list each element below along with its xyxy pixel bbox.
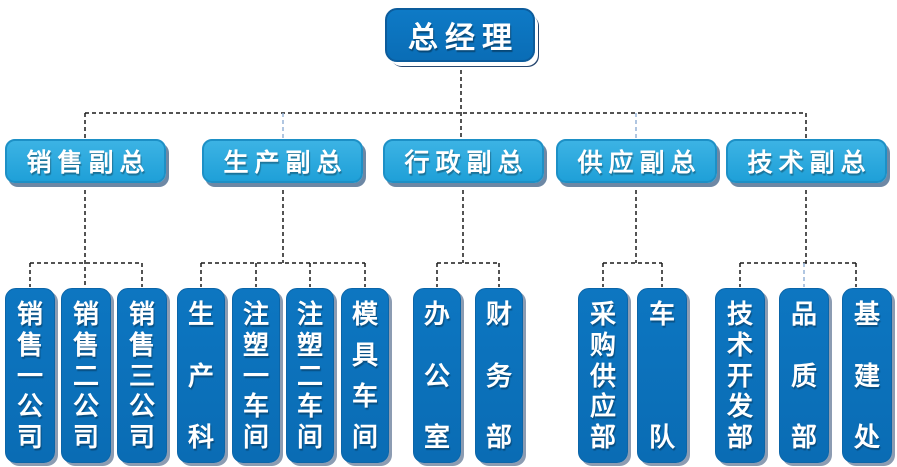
node-label: 生产副总 — [223, 149, 348, 177]
node-sales-company-1: 销售一公司 — [5, 288, 55, 463]
node-mold-workshop: 模具车间 — [341, 288, 389, 463]
node-tech-vp: 技术副总 — [726, 139, 887, 183]
node-office: 办公室 — [413, 288, 461, 463]
node-sales-company-2: 销售二公司 — [61, 288, 111, 463]
node-label: 技术副总 — [747, 149, 872, 177]
node-admin-vp: 行政副总 — [383, 139, 544, 183]
node-production-vp: 生产副总 — [202, 139, 363, 183]
node-injection-workshop-1: 注塑一车间 — [232, 288, 280, 463]
node-purchasing-supply-dept: 采购供应部 — [578, 288, 628, 463]
node-injection-workshop-2: 注塑二车间 — [286, 288, 334, 463]
node-quality-dept: 品质部 — [779, 288, 829, 463]
node-label: 销售副总 — [26, 149, 151, 177]
node-finance-dept: 财务部 — [475, 288, 523, 463]
node-motor-pool: 车队 — [637, 288, 687, 463]
node-label: 行政副总 — [404, 149, 529, 177]
node-sales-company-3: 销售三公司 — [117, 288, 167, 463]
node-label: 总经理 — [408, 22, 519, 55]
node-tech-development-dept: 技术开发部 — [715, 288, 765, 463]
node-production-section: 生产科 — [177, 288, 225, 463]
node-supply-vp: 供应副总 — [556, 139, 717, 183]
node-general-manager: 总经理 — [385, 8, 535, 62]
node-infrastructure-office: 基建处 — [842, 288, 892, 463]
node-sales-vp: 销售副总 — [5, 139, 166, 183]
node-label: 供应副总 — [577, 149, 702, 177]
